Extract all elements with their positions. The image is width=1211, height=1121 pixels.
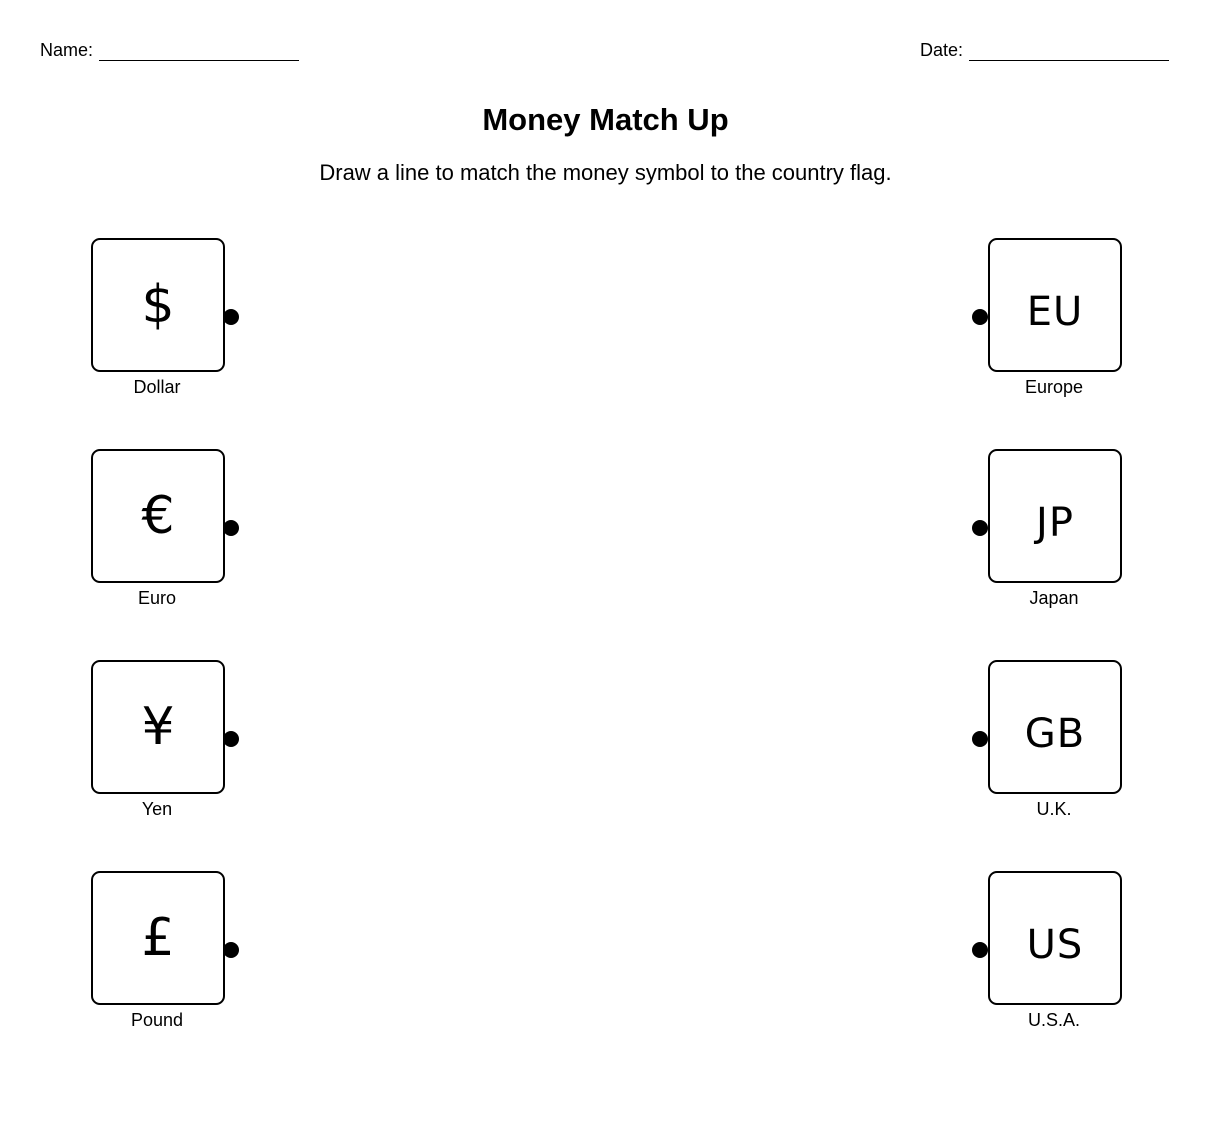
name-label: Name: (40, 40, 94, 60)
country-label-uk: U.K. (1036, 799, 1072, 819)
country-card-usa: US (988, 871, 1122, 1005)
date-field[interactable]: Date: (920, 39, 1170, 61)
yen-sign-icon: ¥ (141, 697, 175, 757)
country-card-europe: EU (988, 238, 1122, 372)
symbol-card-dollar: $ (91, 238, 225, 372)
symbol-card-yen: ¥ (91, 660, 225, 794)
country-dot-usa[interactable] (972, 942, 988, 958)
date-input-line[interactable] (969, 44, 1170, 61)
us-flag-icon: US (1026, 922, 1084, 968)
symbol-dot-yen[interactable] (223, 731, 239, 747)
date-label: Date: (920, 40, 964, 60)
country-dot-uk[interactable] (972, 731, 988, 747)
symbol-card-pound: £ (91, 871, 225, 1005)
pound-sign-icon: £ (141, 908, 175, 968)
symbol-label-yen: Yen (141, 799, 173, 819)
eu-flag-icon: EU (1026, 289, 1084, 335)
name-field[interactable]: Name: (40, 39, 300, 61)
country-card-japan: JP (988, 449, 1122, 583)
symbol-card-euro: € (91, 449, 225, 583)
symbol-dot-euro[interactable] (223, 520, 239, 536)
symbol-label-euro: Euro (137, 588, 177, 608)
symbol-dot-pound[interactable] (223, 942, 239, 958)
country-dot-japan[interactable] (972, 520, 988, 536)
country-card-uk: GB (988, 660, 1122, 794)
instructions: Draw a line to match the money symbol to… (319, 160, 892, 185)
name-input-line[interactable] (99, 44, 300, 61)
country-label-japan: Japan (1029, 588, 1079, 608)
country-dot-europe[interactable] (972, 309, 988, 325)
symbol-label-pound: Pound (130, 1010, 184, 1030)
gb-flag-icon: GB (1024, 711, 1086, 757)
dollar-sign-icon: $ (141, 275, 175, 335)
country-label-usa: U.S.A. (1027, 1010, 1080, 1030)
symbol-label-dollar: Dollar (133, 377, 181, 397)
symbol-dot-dollar[interactable] (223, 309, 239, 325)
page-title: Money Match Up (482, 102, 729, 137)
jp-flag-icon: JP (1036, 500, 1074, 546)
euro-sign-icon: € (141, 486, 175, 546)
country-label-europe: Europe (1024, 377, 1084, 397)
